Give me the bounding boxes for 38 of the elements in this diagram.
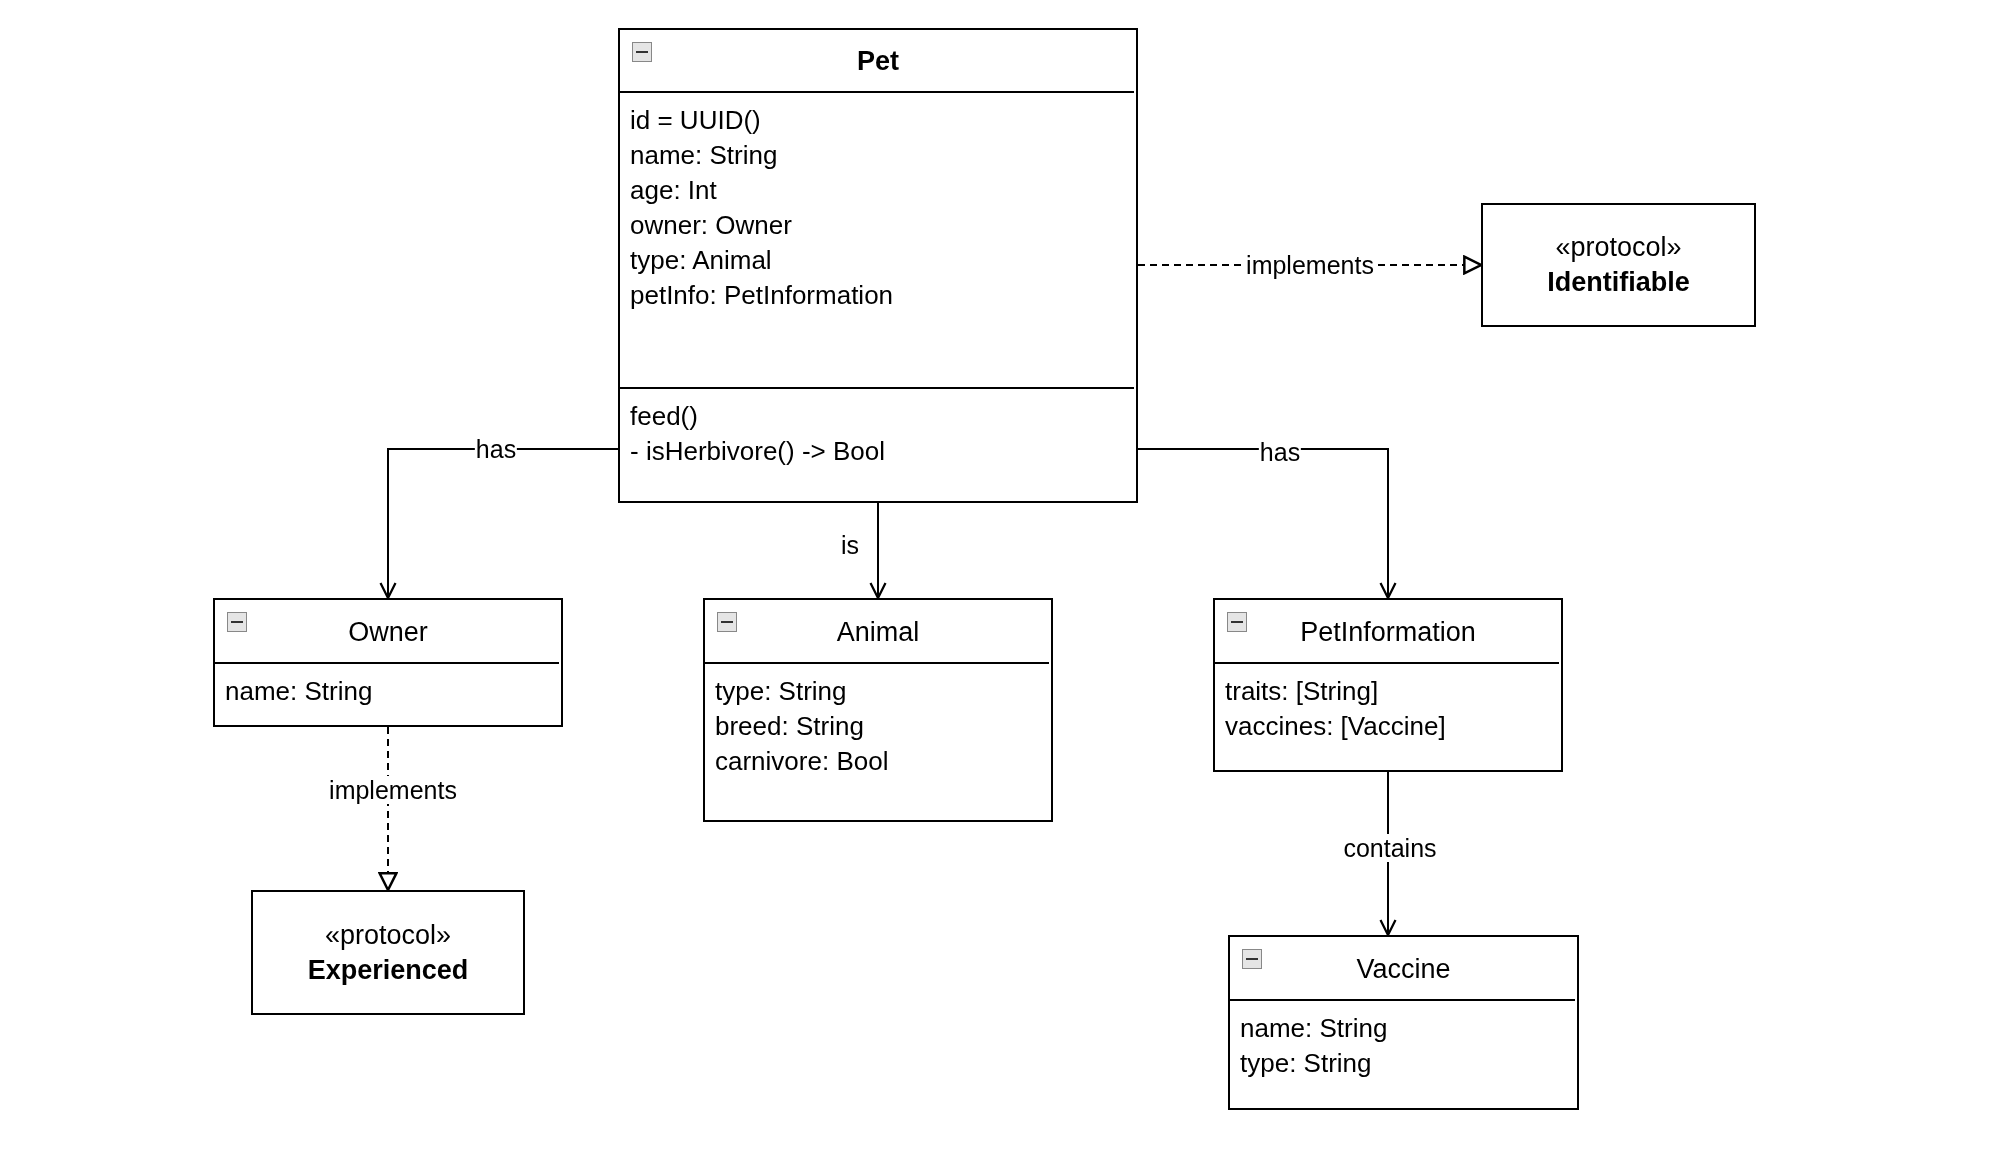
class-box: [1228, 935, 1579, 1110]
association-arrow: [379, 448, 619, 600]
class-name: Vaccine: [1356, 952, 1451, 986]
class-member: breed: String: [715, 710, 865, 743]
class-member: id = UUID(): [630, 104, 762, 137]
protocol-box: [251, 890, 525, 1015]
class-box: [618, 28, 1138, 503]
class-member: carnivore: Bool: [715, 745, 890, 778]
class-member: name: String: [225, 675, 374, 708]
class-box: [1213, 598, 1563, 772]
class-member: type: String: [1240, 1047, 1373, 1080]
stereotype-label: «protocol»: [1555, 231, 1682, 264]
class-name: Animal: [836, 615, 920, 649]
protocol-name: Identifiable: [1547, 266, 1690, 299]
association-arrow: [1137, 448, 1397, 600]
class-name: PetInformation: [1300, 615, 1476, 649]
protocol-name: Experienced: [307, 953, 469, 987]
class-member: feed(): [630, 400, 699, 433]
class-member: petInfo: PetInformation: [630, 279, 895, 312]
class-box: [213, 598, 563, 727]
association-arrow: [378, 726, 398, 892]
class-box: [703, 598, 1053, 822]
class-member: name: String: [1240, 1012, 1389, 1045]
class-member: type: String: [715, 675, 848, 708]
class-member: age: Int: [630, 174, 718, 207]
class-member: vaccines: [Vaccine]: [1225, 710, 1447, 743]
stereotype-label: «protocol»: [324, 918, 452, 952]
edge-label: implements: [328, 776, 458, 804]
class-member: name: String: [630, 139, 779, 172]
class-member: type: Animal: [630, 244, 773, 277]
edge-label: contains: [1342, 834, 1438, 862]
association-arrow: [869, 502, 887, 600]
protocol-box: [1481, 203, 1756, 327]
class-member: traits: [String]: [1225, 675, 1380, 708]
class-name: Owner: [348, 615, 428, 649]
class-member: - isHerbivore() -> Bool: [630, 435, 886, 468]
class-name: Pet: [857, 45, 899, 79]
class-member: owner: Owner: [630, 209, 793, 242]
